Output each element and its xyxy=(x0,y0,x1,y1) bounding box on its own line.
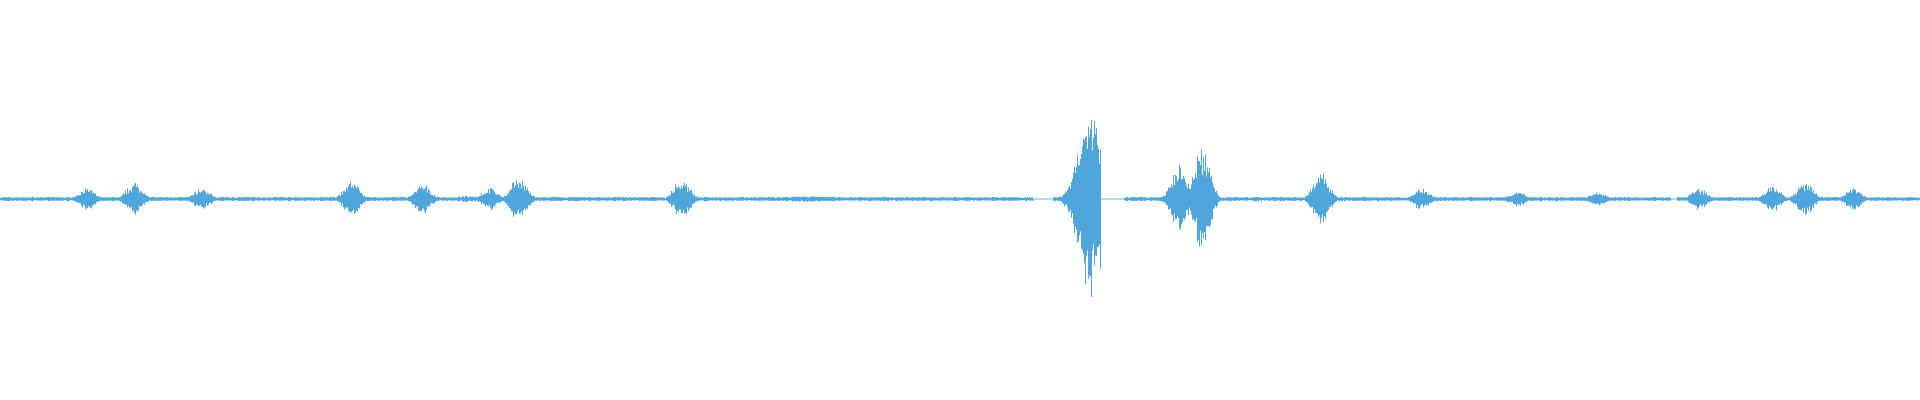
waveform-trace xyxy=(0,119,1920,297)
waveform-samples xyxy=(0,119,1920,297)
